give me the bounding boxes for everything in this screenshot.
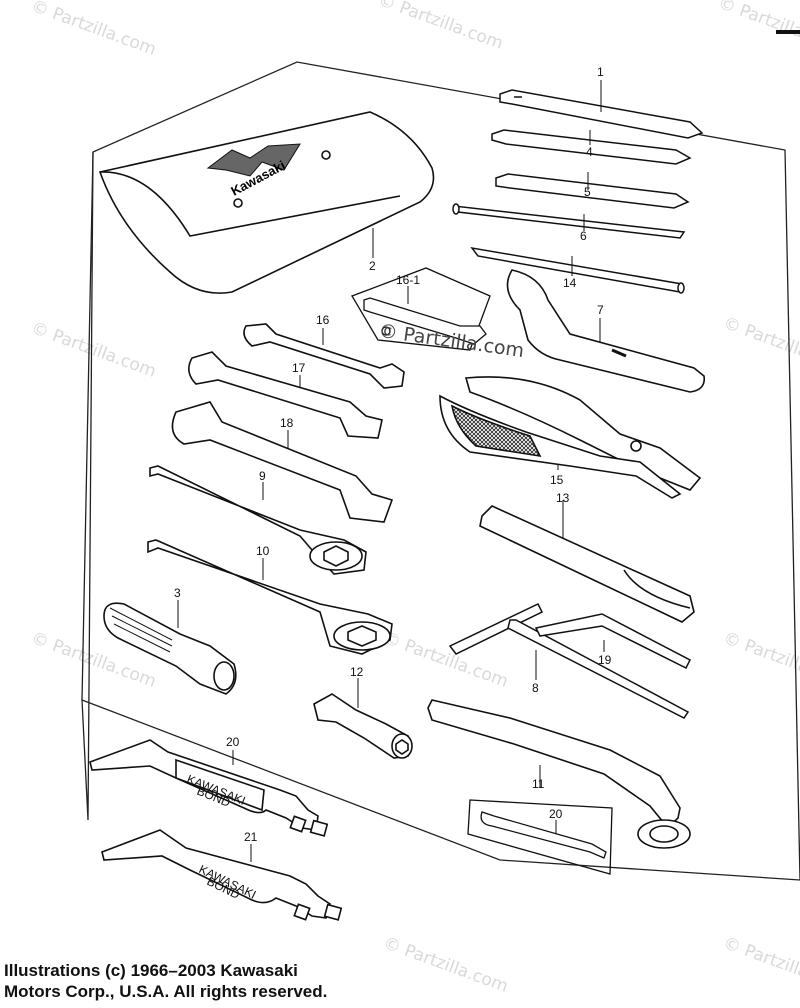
- callout-13: 13: [556, 491, 570, 505]
- tool-bag: [98, 111, 435, 294]
- callout-4: 4: [586, 145, 593, 159]
- hook-spanner-7: [506, 269, 706, 393]
- wrench-16: [243, 323, 405, 389]
- bond-tube-20: [89, 739, 329, 837]
- wrench-18: [171, 401, 394, 523]
- handle-3: [103, 602, 237, 695]
- callout-20: 20: [549, 807, 563, 821]
- screwdriver-shaft-5: [495, 173, 690, 209]
- screwdriver-shaft-4: [491, 129, 692, 165]
- callout-20: 20: [226, 735, 240, 749]
- tire-lever-13: [479, 505, 695, 623]
- callout-1: 1: [597, 65, 604, 79]
- socket-12: [313, 693, 413, 759]
- copyright-line-1: Illustrations (c) 1966–2003 Kawasaki: [4, 961, 298, 980]
- screwdriver-shaft-6: [452, 203, 686, 239]
- pliers-15: [439, 376, 702, 499]
- callout-2: 2: [369, 259, 376, 273]
- inset-16-1: [351, 267, 491, 351]
- copyright-line-2: Motors Corp., U.S.A. All rights reserved…: [4, 982, 328, 1001]
- screwdriver-shaft-1: [499, 89, 704, 139]
- bond-tube-21: [101, 829, 343, 921]
- callout-3: 3: [174, 586, 181, 600]
- wrench-17: [188, 351, 383, 439]
- callout-leaders: [177, 80, 605, 862]
- callout-6: 6: [580, 229, 587, 243]
- callout-7: 7: [597, 303, 604, 317]
- callout-16-1: 16-1: [396, 273, 420, 287]
- callout-8: 8: [532, 681, 539, 695]
- callout-19: 19: [598, 653, 612, 667]
- kit-outline: [81, 61, 800, 881]
- callout-12: 12: [350, 665, 364, 679]
- box-wrench-9: [149, 465, 367, 575]
- callout-9: 9: [259, 469, 266, 483]
- hex-key-19: [534, 613, 692, 670]
- offset-wrench-11: [427, 699, 691, 849]
- rod-14: [470, 246, 685, 294]
- callout-11: 11: [532, 777, 545, 791]
- callout-5: 5: [584, 185, 591, 199]
- callout-18: 18: [280, 416, 294, 430]
- callout-15: 15: [550, 473, 564, 487]
- callout-16: 16: [316, 313, 330, 327]
- callout-21: 21: [244, 830, 258, 844]
- inset-20: [467, 799, 613, 875]
- callout-10: 10: [256, 544, 270, 558]
- callout-17: 17: [292, 361, 306, 375]
- box-wrench-10: [147, 539, 393, 655]
- corner-mark: [776, 30, 800, 34]
- copyright-notice: Illustrations (c) 1966–2003 Kawasaki Mot…: [4, 960, 327, 1002]
- hex-key-8: [448, 603, 690, 719]
- callout-14: 14: [563, 276, 577, 290]
